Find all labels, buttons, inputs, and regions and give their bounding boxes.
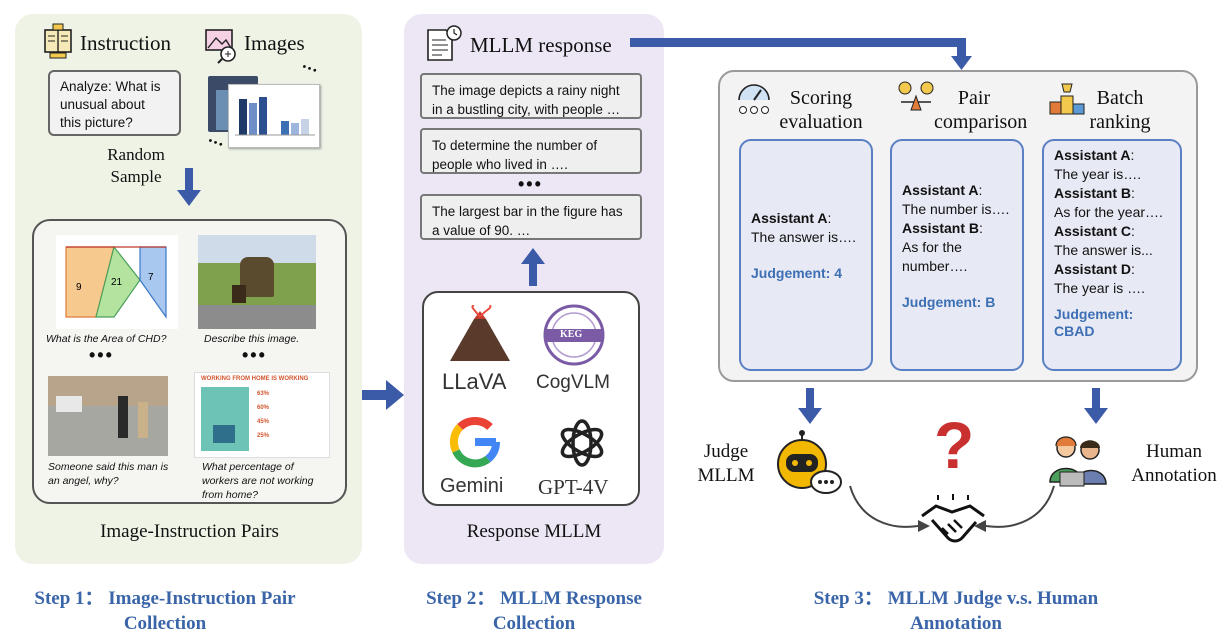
scoring-card: Assistant A: The answer is…. Judgement: … bbox=[739, 139, 873, 371]
down-arrow bbox=[177, 168, 201, 206]
street-photo bbox=[48, 376, 168, 456]
geometry-number: 7 bbox=[148, 272, 154, 283]
model-gpt4v: GPT-4V bbox=[538, 475, 609, 499]
book-icon bbox=[44, 23, 72, 59]
long-arrow bbox=[630, 38, 972, 70]
image-search-icon bbox=[205, 29, 236, 64]
assistant-text: The answer is…. bbox=[751, 229, 857, 245]
up-arrow bbox=[521, 248, 545, 286]
assistant-text: The answer is... bbox=[1054, 242, 1153, 258]
response-card: The largest bar in the figure has a valu… bbox=[420, 194, 642, 240]
mode-pair: Pair comparison bbox=[934, 87, 1028, 133]
assistant-label: Assistant D bbox=[1054, 261, 1132, 277]
human-annotators-icon bbox=[1049, 436, 1107, 487]
assistant-label: Assistant C bbox=[1054, 223, 1132, 239]
assistant-text: As for the year…. bbox=[1054, 204, 1163, 220]
assistant-label: Assistant B bbox=[1054, 185, 1132, 201]
images-label: Images bbox=[244, 31, 305, 55]
models-box: LLaVA KEG CogVLM Gemini GPT-4V bbox=[422, 291, 640, 506]
response-card: The image depicts a rainy night in a bus… bbox=[420, 73, 642, 119]
right-arrow bbox=[362, 380, 404, 410]
down-arrow bbox=[798, 388, 822, 424]
dots: ••• bbox=[89, 345, 114, 365]
podium-icon bbox=[1049, 83, 1085, 115]
batch-card: Assistant A: The year is…. Assistant B: … bbox=[1042, 139, 1182, 371]
model-cogvlm: CogVLM bbox=[536, 372, 610, 393]
step1-panel-title: Image-Instruction Pairs bbox=[100, 521, 279, 542]
assistant-text: The number is…. bbox=[902, 201, 1010, 217]
judgement-label: Judgement: B bbox=[902, 294, 996, 310]
mode-scoring: Scoring evaluation bbox=[779, 87, 863, 133]
chart-thumb bbox=[228, 84, 320, 148]
model-gemini: Gemini bbox=[440, 475, 504, 497]
response-card: To determine the number of people who li… bbox=[420, 128, 642, 174]
instruction-bubble: Analyze: What is unusual about this pict… bbox=[48, 70, 181, 136]
pair-card: Assistant A: The number is…. Assistant B… bbox=[890, 139, 1024, 371]
infographic-stat: 60% bbox=[257, 405, 270, 411]
step1-caption: Step 1： Image-Instruction Pair Collectio… bbox=[34, 588, 296, 634]
pair-compare-icon bbox=[898, 81, 934, 111]
instruction-label: Instruction bbox=[80, 31, 171, 55]
openai-logo-icon bbox=[560, 419, 604, 467]
assistant-text: The year is …. bbox=[1054, 280, 1146, 296]
infographic-image: WORKING FROM HOME IS WORKING 63% 60% 45%… bbox=[194, 372, 330, 458]
mode-batch: Batch ranking bbox=[1089, 87, 1151, 133]
pairs-box: 9 21 7 What is the Area of CHD? Describe… bbox=[32, 219, 347, 504]
infographic-stat: 45% bbox=[257, 419, 270, 425]
assistant-label: Assistant A bbox=[902, 182, 979, 198]
assistant-text: As for the number…. bbox=[902, 239, 968, 274]
infographic-stat: 25% bbox=[257, 433, 270, 439]
volcano-icon bbox=[450, 305, 510, 361]
model-llava: LLaVA bbox=[442, 369, 507, 394]
gauge-icon bbox=[738, 84, 770, 114]
example-caption: What is the Area of CHD? bbox=[46, 333, 167, 345]
geometry-image: 9 21 7 bbox=[56, 235, 178, 329]
assistant-label: Assistant A bbox=[751, 210, 828, 226]
hay-cart-photo bbox=[198, 235, 316, 329]
step2-caption: Step 2： MLLM Response Collection bbox=[426, 588, 642, 634]
keg-text: KEG bbox=[560, 329, 583, 340]
mllm-response-label: MLLM response bbox=[470, 33, 612, 57]
assistant-text: The year is…. bbox=[1054, 166, 1142, 182]
merge-arrows bbox=[849, 485, 1055, 532]
dots: ••• bbox=[518, 174, 543, 194]
keg-seal-icon bbox=[543, 304, 605, 366]
question-mark: ? bbox=[934, 408, 975, 482]
assistant-label: Assistant A bbox=[1054, 147, 1131, 163]
handshake-icon bbox=[921, 494, 985, 543]
example-caption: What percentage of workers are not worki… bbox=[202, 461, 314, 501]
google-logo-icon bbox=[449, 417, 500, 468]
random-sample-label: Random Sample bbox=[107, 145, 165, 186]
down-arrow bbox=[1084, 388, 1108, 424]
judgement-label: Judgement: 4 bbox=[751, 265, 843, 281]
step3-caption: Step 3： MLLM Judge v.s. Human Annotation bbox=[813, 588, 1099, 634]
judge-mllm-label: Judge MLLM bbox=[697, 441, 755, 486]
infographic-title: WORKING FROM HOME IS WORKING bbox=[201, 376, 309, 382]
geometry-number: 9 bbox=[76, 282, 82, 293]
example-caption: Someone said this man is an angel, why? bbox=[48, 461, 169, 487]
image-stack bbox=[206, 70, 326, 150]
judgement-label: Judgement: CBAD bbox=[1054, 306, 1134, 339]
human-annotation-label: Human Annotation bbox=[1131, 441, 1217, 486]
step2-panel-title: Response MLLM bbox=[466, 521, 602, 542]
dots: ••• bbox=[242, 345, 267, 365]
document-clock-icon bbox=[427, 25, 462, 61]
robot-icon bbox=[777, 430, 842, 494]
example-caption: Describe this image. bbox=[204, 333, 300, 345]
infographic-stat: 63% bbox=[257, 391, 270, 397]
assistant-label: Assistant B bbox=[902, 220, 980, 236]
geometry-number: 21 bbox=[111, 277, 123, 288]
